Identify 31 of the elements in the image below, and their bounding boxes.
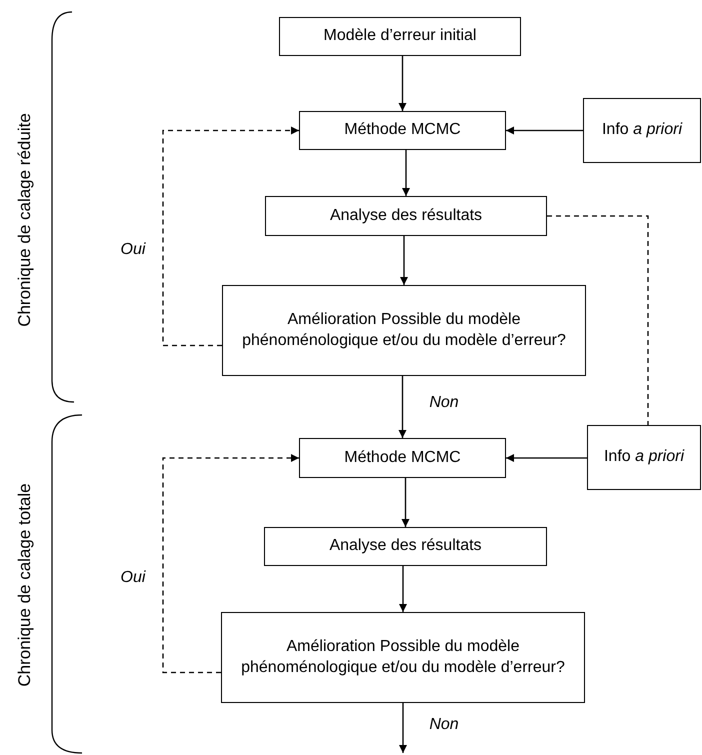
arrow (400, 236, 408, 285)
process-box (587, 425, 701, 490)
process-box (221, 612, 585, 703)
process-box (583, 98, 701, 163)
arrow (506, 454, 587, 462)
arrow (399, 566, 407, 612)
arrow (162, 454, 299, 674)
box-label: Amélioration Possible du modèle phénoménologique et/ou du modèle d’erreur? (241, 310, 567, 350)
process-box (222, 285, 586, 376)
box-label: Info a priori (602, 120, 682, 140)
arrow (402, 150, 410, 196)
process-box (265, 196, 547, 236)
arrow (398, 56, 406, 111)
arrow (162, 126, 299, 346)
box-label: Modèle d’erreur initial (324, 26, 476, 46)
arrow (399, 703, 407, 753)
process-box (299, 438, 506, 478)
arrow (398, 376, 406, 438)
box-label: Amélioration Possible du modèle phénoménologique et/ou du modèle d’erreur? (240, 636, 566, 678)
box-label: Analyse des résultats (329, 536, 482, 556)
box-label: Méthode MCMC (344, 448, 461, 468)
side-label: Chronique de calage réduite (15, 113, 35, 327)
box-label: Info a priori (604, 447, 684, 468)
process-box (264, 527, 547, 566)
arrow (402, 478, 410, 527)
process-box (299, 111, 506, 150)
process-box (279, 17, 521, 56)
arrow (506, 126, 583, 134)
box-label: Méthode MCMC (344, 120, 461, 140)
box-label: Analyse des résultats (330, 206, 482, 226)
side-label: Chronique de calage totale (15, 483, 35, 687)
